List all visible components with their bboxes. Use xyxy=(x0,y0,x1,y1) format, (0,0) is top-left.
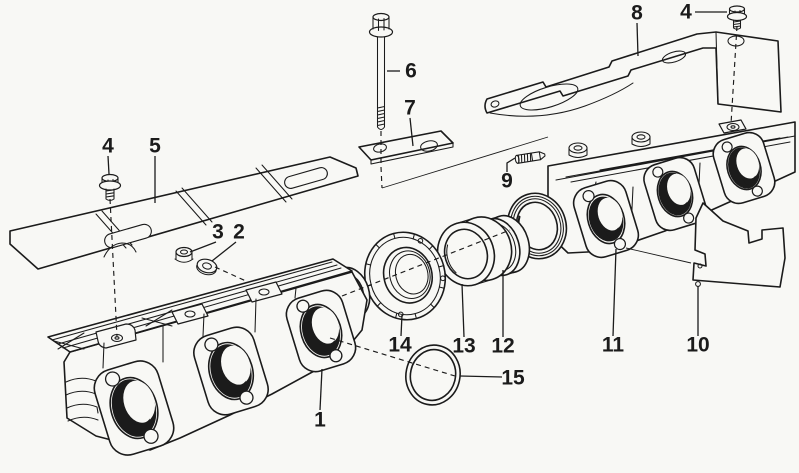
callout-10: 10 xyxy=(686,334,709,357)
heat-shield-left-drawing xyxy=(9,156,359,270)
callout-5: 5 xyxy=(149,135,161,158)
callout-15: 15 xyxy=(501,367,525,390)
heat-shield-right-drawing xyxy=(484,31,782,117)
callout-3: 3 xyxy=(212,221,224,244)
callout-7: 7 xyxy=(404,97,416,120)
callout-12: 12 xyxy=(491,335,514,358)
bolt-4-right-drawing xyxy=(726,5,748,30)
callout-13: 13 xyxy=(452,335,475,358)
callout-11: 11 xyxy=(602,334,625,357)
ring-14-drawing xyxy=(363,231,447,321)
callout-8: 8 xyxy=(631,2,643,25)
callout-6: 6 xyxy=(405,60,417,83)
callout-1: 1 xyxy=(314,409,326,432)
assembly-lines xyxy=(109,25,738,377)
bolt-6-drawing xyxy=(368,12,394,131)
manifold-upper-drawing xyxy=(506,119,796,260)
stud-9-drawing xyxy=(514,151,546,164)
callout-14: 14 xyxy=(388,334,412,357)
callout-4-right: 4 xyxy=(680,1,692,24)
bolt-4-left-drawing xyxy=(98,173,122,202)
plate-7-drawing xyxy=(358,130,454,165)
washer-2-drawing xyxy=(196,258,218,276)
manifold-lower-drawing xyxy=(47,258,371,456)
oring-15-drawing xyxy=(405,344,461,406)
callout-2: 2 xyxy=(233,221,245,244)
bracket-10-drawing xyxy=(692,202,786,288)
leader-lines xyxy=(107,11,727,411)
nut-3-drawing xyxy=(174,246,194,263)
callout-9: 9 xyxy=(501,170,513,193)
callout-4-left: 4 xyxy=(102,135,114,158)
